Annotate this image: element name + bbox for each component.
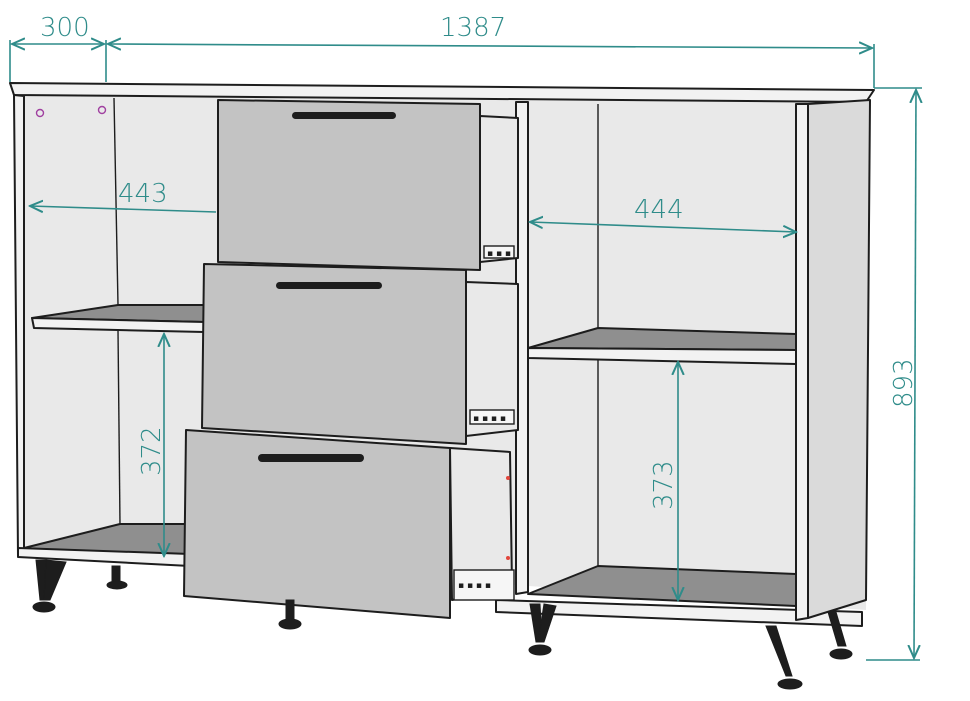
drawer-middle[interactable]: ▪ ▪ ▪ ▪ [201,263,519,445]
left-lower-height-label: 372 [137,426,167,476]
drawer-top[interactable]: ▪ ▪ ▪ [217,99,519,271]
svg-text:▪ ▪ ▪ ▪: ▪ ▪ ▪ ▪ [473,414,506,424]
svg-text:▪ ▪ ▪: ▪ ▪ ▪ [487,249,511,259]
drawer-middle-handle[interactable] [276,282,382,289]
drawer-top-handle[interactable] [292,112,396,119]
right-lower-height-label: 373 [649,460,679,510]
hinge-hole-icon [35,108,45,118]
depth-dimension-label: 300 [40,13,90,43]
width-dimension-label: 1387 [440,13,506,43]
height-dimension-label: 893 [889,358,919,408]
svg-text:▪ ▪ ▪ ▪: ▪ ▪ ▪ ▪ [458,581,491,591]
right-inner-width-label: 444 [634,195,684,225]
drawer-bottom-handle[interactable] [258,454,364,462]
legs [32,559,853,690]
hinge-hole-icon [97,105,107,115]
left-inner-width-label: 443 [118,179,168,209]
right-side-panel [807,99,871,619]
left-side-panel [13,94,25,557]
dimension-lines [9,40,922,661]
drawer-bottom[interactable]: ▪ ▪ ▪ ▪ [183,429,515,619]
